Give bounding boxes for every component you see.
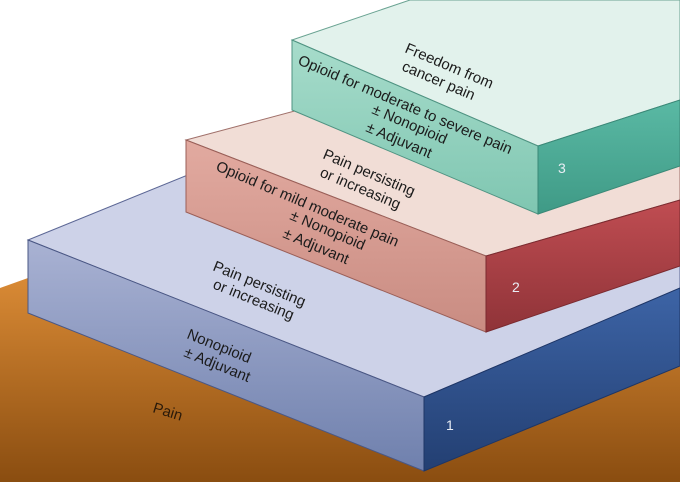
step2-side-face [485, 199, 680, 333]
step1-side-face [423, 287, 680, 472]
step1-number: 1 [446, 417, 454, 433]
step2-number: 2 [512, 279, 520, 295]
step3-side-face [537, 99, 680, 215]
step3-number: 3 [558, 160, 566, 176]
step-3: 3 Freedom from cancer pain Opioid for mo… [290, 0, 680, 215]
